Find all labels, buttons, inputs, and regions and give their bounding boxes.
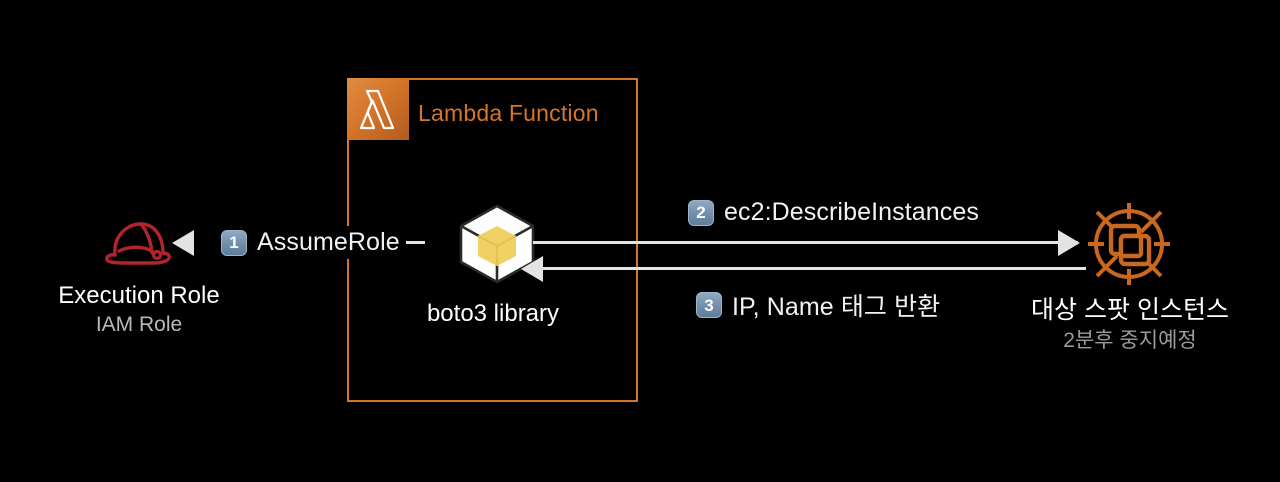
execution-role-secondary-label: IAM Role	[95, 313, 183, 337]
execution-role-primary-label: Execution Role	[58, 282, 220, 309]
step-badge-3: 3	[696, 292, 722, 318]
step-badge-1: 1	[221, 229, 247, 256]
step-label-assume-role: 1 AssumeRole	[215, 226, 406, 259]
boto3-primary-label: boto3 library	[426, 300, 560, 327]
boto3-package-cube-icon	[459, 204, 535, 284]
arrowhead-return-tags	[521, 256, 543, 282]
spot-inner-square	[1118, 233, 1144, 259]
aws-lambda-icon	[359, 89, 395, 130]
spot-instance-secondary-label: 2분후 중지예정	[1063, 328, 1197, 352]
ec2-spot-instance-target-icon	[1088, 203, 1170, 285]
step-text-3: IP, Name 태그 반환	[732, 293, 941, 321]
iam-role-hardhat-icon	[105, 222, 171, 265]
node-caption-execution-role: Execution Role IAM Role	[8, 282, 270, 338]
lambda-function-title: Lambda Function	[418, 100, 599, 126]
arrowhead-assume-role	[172, 230, 194, 256]
step-label-describe-instances: 2 ec2:DescribeInstances	[682, 196, 986, 229]
node-caption-spot-instance: 대상 스팟 인스턴스 2분후 중지예정	[990, 296, 1270, 353]
aws-lambda-icon-tile	[347, 78, 409, 140]
node-caption-boto3: boto3 library	[380, 300, 606, 328]
connector-return-tags	[533, 267, 1086, 270]
step-text-1: AssumeRole	[257, 228, 400, 256]
arrowhead-describe-instances	[1058, 230, 1080, 256]
connector-describe-instances	[533, 241, 1078, 244]
step-badge-2: 2	[688, 199, 714, 226]
spot-instance-primary-label: 대상 스팟 인스턴스	[1031, 296, 1229, 324]
step-label-return-tags: 3 IP, Name 태그 반환	[690, 285, 947, 325]
step-text-2: ec2:DescribeInstances	[724, 198, 980, 226]
